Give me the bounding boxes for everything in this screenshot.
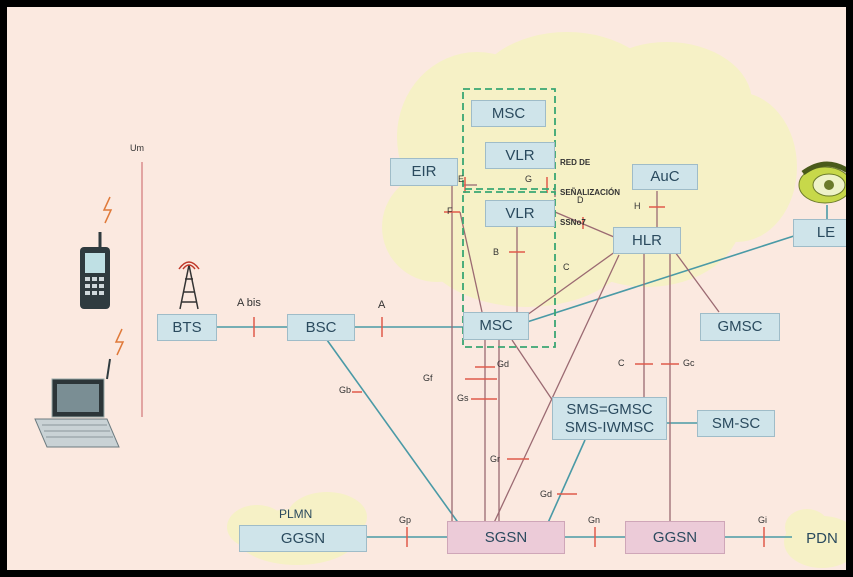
interface-ticks xyxy=(253,177,765,547)
plmn-label: PLMN xyxy=(279,507,313,521)
signaling-network-line: RED DE xyxy=(560,158,591,167)
auc-node: AuC xyxy=(632,164,698,190)
a-label: A xyxy=(378,299,386,311)
gr-label: Gr xyxy=(490,454,500,464)
hlr-node: HLR xyxy=(613,227,681,254)
gd-label: Gd xyxy=(497,359,510,369)
sgsn-node: SGSN xyxy=(447,521,565,554)
telephone-icon xyxy=(798,161,846,204)
gmsc-node: GMSC xyxy=(700,313,780,341)
msc-node: MSC xyxy=(471,100,546,127)
lightning-icon xyxy=(102,196,113,224)
d-label: D xyxy=(577,195,584,205)
b-label: B xyxy=(493,247,500,257)
bts-tower-icon xyxy=(178,261,200,310)
um-label: Um xyxy=(130,143,144,153)
bts-node: BTS xyxy=(157,314,217,341)
signaling-cloud xyxy=(382,32,797,307)
gd-label: Gd xyxy=(540,489,553,499)
gc-label: Gc xyxy=(683,358,695,368)
sms-gmsc-label: SMS=GMSC xyxy=(566,400,653,418)
ggsn-node: GGSN xyxy=(625,521,725,554)
vlr-node: VLR xyxy=(485,200,555,227)
gf-label: Gf xyxy=(423,373,433,383)
laptop-icon xyxy=(34,358,120,448)
vlr-node: VLR xyxy=(485,142,555,169)
eir-node: EIR xyxy=(390,158,458,186)
diagram-canvas xyxy=(34,32,846,568)
h-label: H xyxy=(634,201,641,211)
msc-node: MSC xyxy=(463,312,529,340)
c-label: C xyxy=(618,358,625,368)
signaling-network-line: SEÑALIZACIÓN xyxy=(560,188,620,197)
gn-label: Gn xyxy=(588,515,601,525)
e-label: E xyxy=(458,174,465,184)
gb-label: Gb xyxy=(339,385,352,395)
bsc-node: BSC xyxy=(287,314,355,341)
signaling-network-label: RED DE SEÑALIZACIÓN SSNo7 xyxy=(560,138,620,238)
sms-iwmsc-label: SMS-IWMSC xyxy=(564,418,655,436)
gs-label: Gs xyxy=(457,393,469,403)
le-node: LE xyxy=(793,219,846,247)
sm-sc-node: SM-SC xyxy=(697,410,775,437)
sms-gmsc-node: SMS=GMSC SMS-IWMSC xyxy=(552,397,667,440)
f-label: F xyxy=(447,206,453,216)
ggsn-node: GGSN xyxy=(239,525,367,552)
abis-label: A bis xyxy=(237,297,261,309)
lightning-icon xyxy=(114,328,125,356)
dashed-msc-vlr-group xyxy=(462,88,556,348)
signaling-network-line: SSNo7 xyxy=(560,218,586,227)
pdn-cloud xyxy=(784,509,846,568)
c-label: C xyxy=(563,262,570,272)
gi-label: Gi xyxy=(758,515,767,525)
g-label: G xyxy=(525,174,533,184)
pdn-node: PDN xyxy=(806,529,838,547)
maroon-links xyxy=(451,184,720,529)
gp-label: Gp xyxy=(399,515,412,525)
mobile-phone-icon xyxy=(80,232,110,309)
